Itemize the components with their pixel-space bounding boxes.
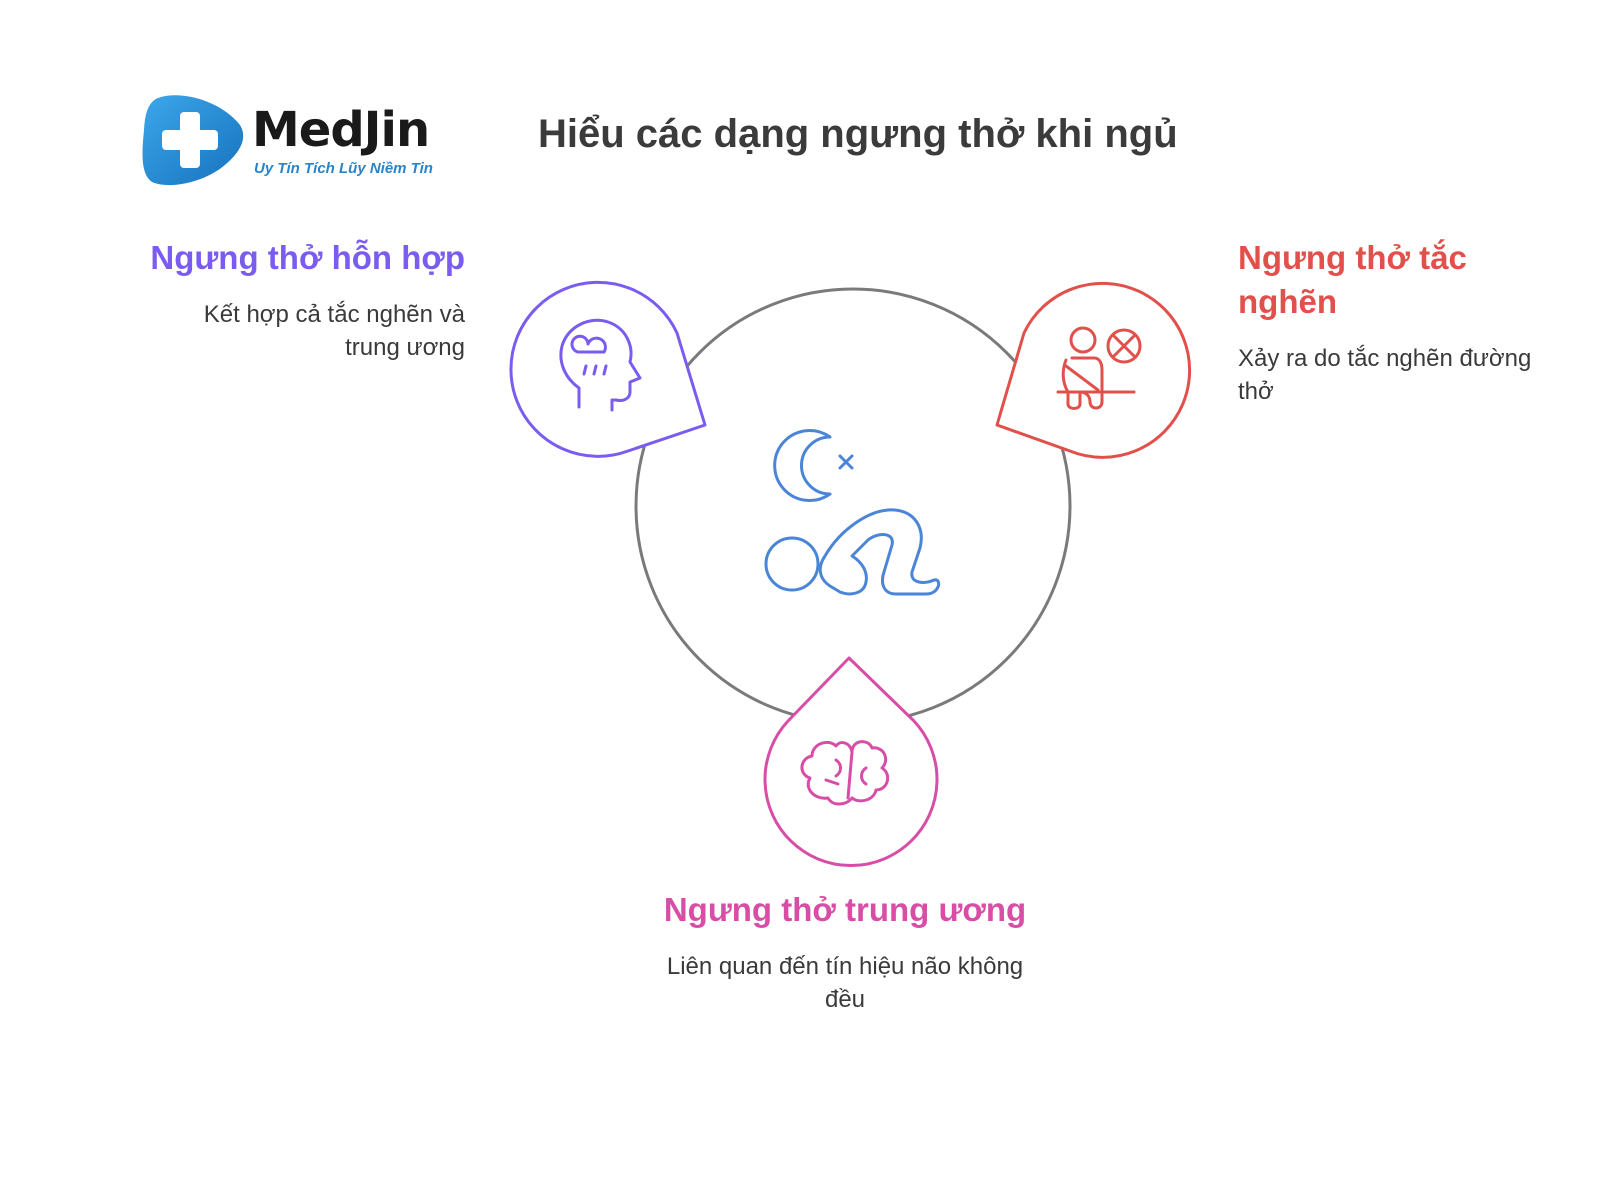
logo-tagline: Uy Tín Tích Lũy Niềm Tin: [254, 160, 433, 177]
medical-cross-logo-icon: [142, 95, 244, 186]
central-apnea-description: Liên quan đến tín hiệu não không đều: [666, 953, 1024, 1013]
medjin-logo: MedJin Uy Tín Tích Lũy Niềm Tin: [140, 90, 460, 195]
obstructive-apnea-description: Xảy ra do tắc nghẽn đường thở: [1238, 345, 1532, 405]
head-with-cloud-icon: [559, 318, 642, 412]
logo-name: MedJin: [252, 102, 430, 158]
brain-icon: [800, 740, 890, 806]
center-circle: [634, 287, 1072, 725]
obstructive-apnea-title: Ngưng thở tắc nghẽn: [1238, 239, 1467, 320]
central-apnea-block: Ngưng thở trung ương Liên quan đến tín h…: [650, 888, 1040, 1016]
mixed-apnea-title: Ngưng thở hỗn hợp: [150, 239, 465, 276]
sleep-apnea-icon: [764, 429, 941, 596]
blocked-person-icon: [1056, 326, 1142, 410]
central-apnea-title: Ngưng thở trung ương: [663, 891, 1027, 928]
mixed-apnea-description: Kết hợp cả tắc nghẽn và trung ương: [203, 301, 465, 361]
obstructive-node: [995, 281, 1192, 459]
mixed-node: [509, 280, 707, 458]
mixed-apnea-block: Ngưng thở hỗn hợp Kết hợp cả tắc nghẽn v…: [150, 236, 465, 364]
obstructive-apnea-block: Ngưng thở tắc nghẽn Xảy ra do tắc nghẽn …: [1238, 236, 1538, 408]
page-title: Hiểu các dạng ngưng thở khi ngủ: [538, 112, 1178, 156]
